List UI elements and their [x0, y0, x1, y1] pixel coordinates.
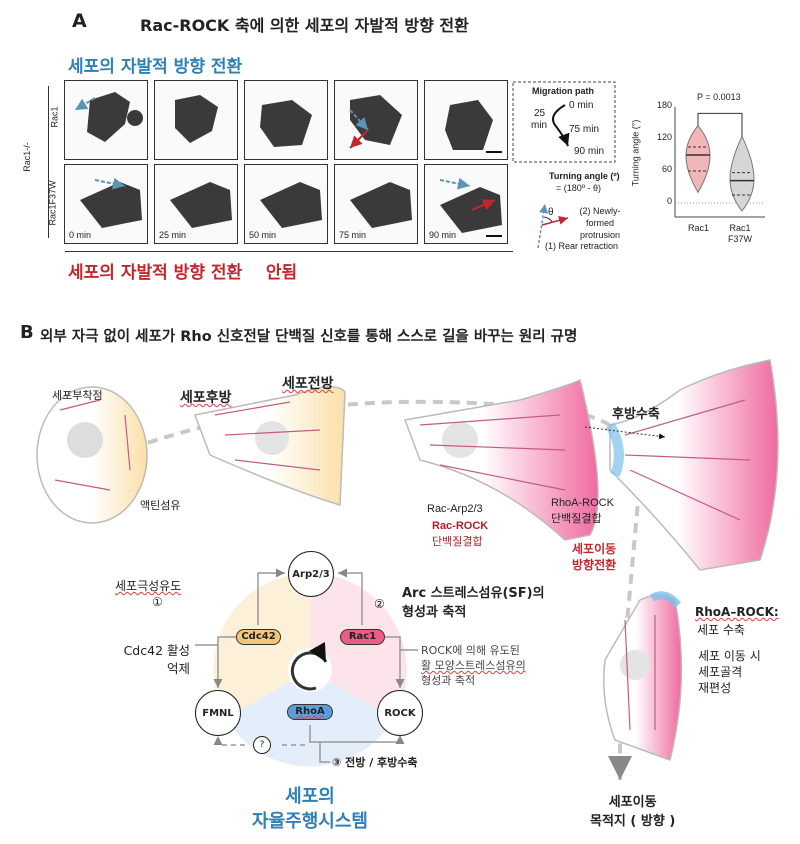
genotype-bracket	[48, 86, 49, 238]
violin-0	[685, 124, 711, 194]
migration-25-min: min	[531, 120, 548, 131]
migration-25: 25	[534, 108, 546, 119]
heading-spontaneous-turn: 세포의 자발적 방향 전환	[68, 57, 243, 77]
significance-bracket	[697, 112, 743, 137]
violin-chart	[674, 107, 765, 218]
migration-0min: 0 min	[569, 100, 594, 111]
node-cdc42: Cdc42	[236, 629, 281, 645]
node-fmnl: FMNL	[195, 690, 241, 736]
panel-a-letter: A	[72, 10, 87, 32]
label-actin: 액틴섬유	[140, 499, 181, 512]
label-step-3-contraction: ③ 전방 / 후방수축	[332, 756, 418, 769]
panel-b-title: 외부 자극 없이 세포가 Rho 신호전달 단백질 신호를 통해 스스로 길을 …	[40, 329, 578, 345]
time-label: 50 min	[249, 230, 277, 240]
rear-retraction-label: (1) Rear retraction	[545, 241, 619, 251]
migration-90min: 90 min	[574, 146, 605, 157]
y-tick: 180	[656, 100, 672, 110]
label-cell-contraction: 세포 수축	[697, 623, 745, 637]
y-tick: 120	[656, 132, 672, 142]
label-rear-contraction: 후방수축	[612, 407, 660, 422]
label-polarity: 세포극성유도	[115, 579, 182, 593]
label-migration-turn-2: 방향전환	[572, 558, 617, 572]
scale-bar	[486, 151, 502, 153]
scale-bar	[486, 235, 502, 237]
y-tick: 60	[661, 164, 672, 174]
turning-angle-title: Turning angle (º)	[549, 171, 620, 181]
label-rac-arp: Rac-Arp2/3	[427, 503, 483, 515]
label-cell-rear: 세포후방	[180, 390, 232, 406]
node-arp23: Arp2/3	[288, 551, 334, 597]
turning-angle-formula: = (180º - θ)	[556, 183, 602, 193]
label-rac-rock: Rac-ROCK	[432, 520, 489, 532]
time-label: 0 min	[69, 230, 92, 240]
label-rhoa-rock: RhoA-ROCK	[551, 497, 614, 509]
violin-1	[729, 135, 755, 212]
node-rac1: Rac1	[340, 629, 385, 645]
theta-label: θ	[548, 207, 554, 218]
panel-b-letter: B	[20, 322, 34, 343]
node-rhoa: RhoA	[287, 704, 333, 720]
label-step-1: ①	[152, 595, 163, 609]
time-label: 90 min	[429, 230, 457, 240]
x-tick-rac1: Rac1	[688, 223, 710, 233]
label-migration-turn-1: 세포이동	[572, 542, 617, 556]
label-rhoa-rock-contract: RhoA–ROCK:	[695, 605, 779, 619]
label-cell-front: 세포전방	[282, 376, 334, 392]
label-adhesion: 세포부착점	[52, 389, 103, 402]
time-label: 75 min	[339, 230, 367, 240]
heading-no-turn: 세포의 자발적 방향 전환 안됨	[68, 263, 298, 283]
label-step-2: ②	[374, 597, 385, 611]
y-axis-label: Turning angle (°)	[630, 119, 641, 187]
divider	[65, 251, 513, 252]
y-tick: 0	[666, 196, 672, 206]
node-unknown: ?	[253, 736, 271, 754]
node-rock: ROCK	[377, 690, 423, 736]
migration-75min: 75 min	[569, 124, 600, 135]
time-label: 25 min	[159, 230, 187, 240]
p-value: P = 0.0013	[697, 92, 741, 102]
panel-a-title: Rac-ROCK 축에 의한 세포의 자발적 방향 전환	[140, 16, 469, 35]
label-rhoa-rock-binding: 단백질결합	[551, 512, 602, 525]
label-rac-rock-binding: 단백질결합	[432, 535, 483, 548]
migration-path-title: Migration path	[532, 86, 594, 96]
